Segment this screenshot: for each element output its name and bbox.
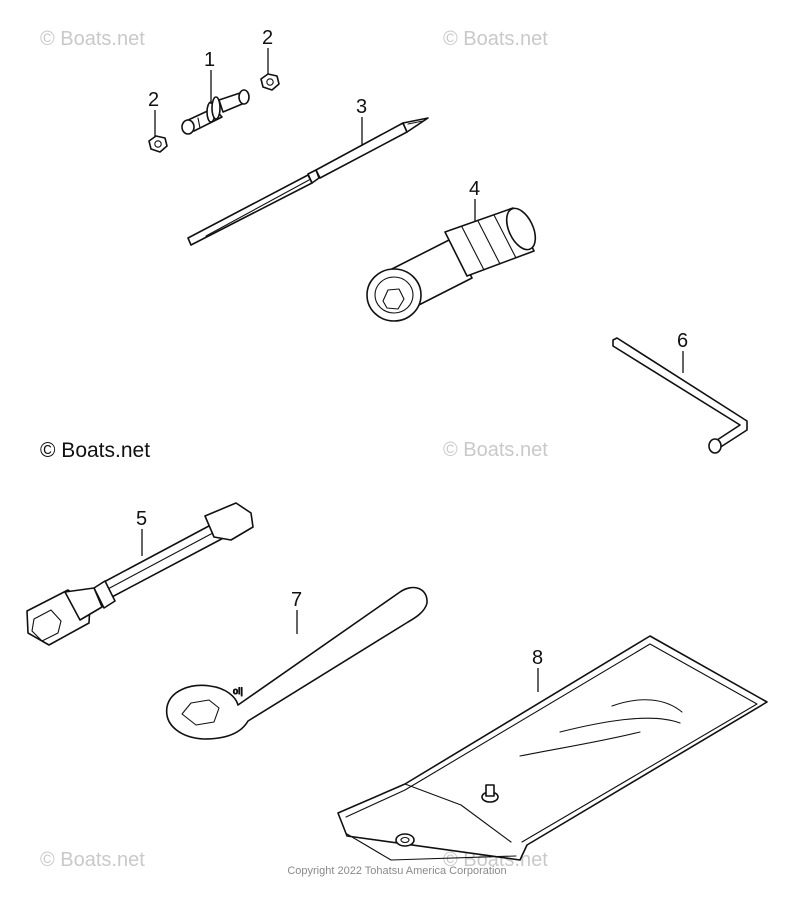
watermark-top-right: © Boats.net: [443, 28, 548, 50]
copyright-text: Copyright 2022 Tohatsu America Corporati…: [287, 865, 506, 877]
part-2-nut-right: [260, 73, 280, 91]
watermark-main: © Boats.net: [40, 439, 150, 462]
callout-5: 5: [136, 508, 147, 530]
part-3-screwdriver: [187, 117, 429, 246]
part-8-tool-bag: [337, 635, 768, 861]
svg-text:o!|: o!|: [233, 686, 243, 696]
watermark-bottom-left: © Boats.net: [40, 849, 145, 871]
callout-2-right: 2: [262, 27, 273, 49]
callout-6: 6: [677, 330, 688, 352]
part-6-hex-key: [612, 337, 748, 454]
part-4-socket: [366, 207, 537, 322]
callout-2-left: 2: [148, 89, 159, 111]
callout-8: 8: [532, 647, 543, 669]
part-7-ring-spanner: o!|: [166, 586, 428, 740]
callout-4: 4: [469, 178, 480, 200]
watermark-top-left: © Boats.net: [40, 28, 145, 50]
watermark-middle-right: © Boats.net: [443, 439, 548, 461]
part-1-stud: [181, 89, 250, 135]
callout-1: 1: [204, 49, 215, 71]
part-2-nut-left: [148, 135, 168, 153]
callout-7: 7: [291, 589, 302, 611]
callout-3: 3: [356, 96, 367, 118]
part-5-box-wrench: [26, 502, 254, 646]
